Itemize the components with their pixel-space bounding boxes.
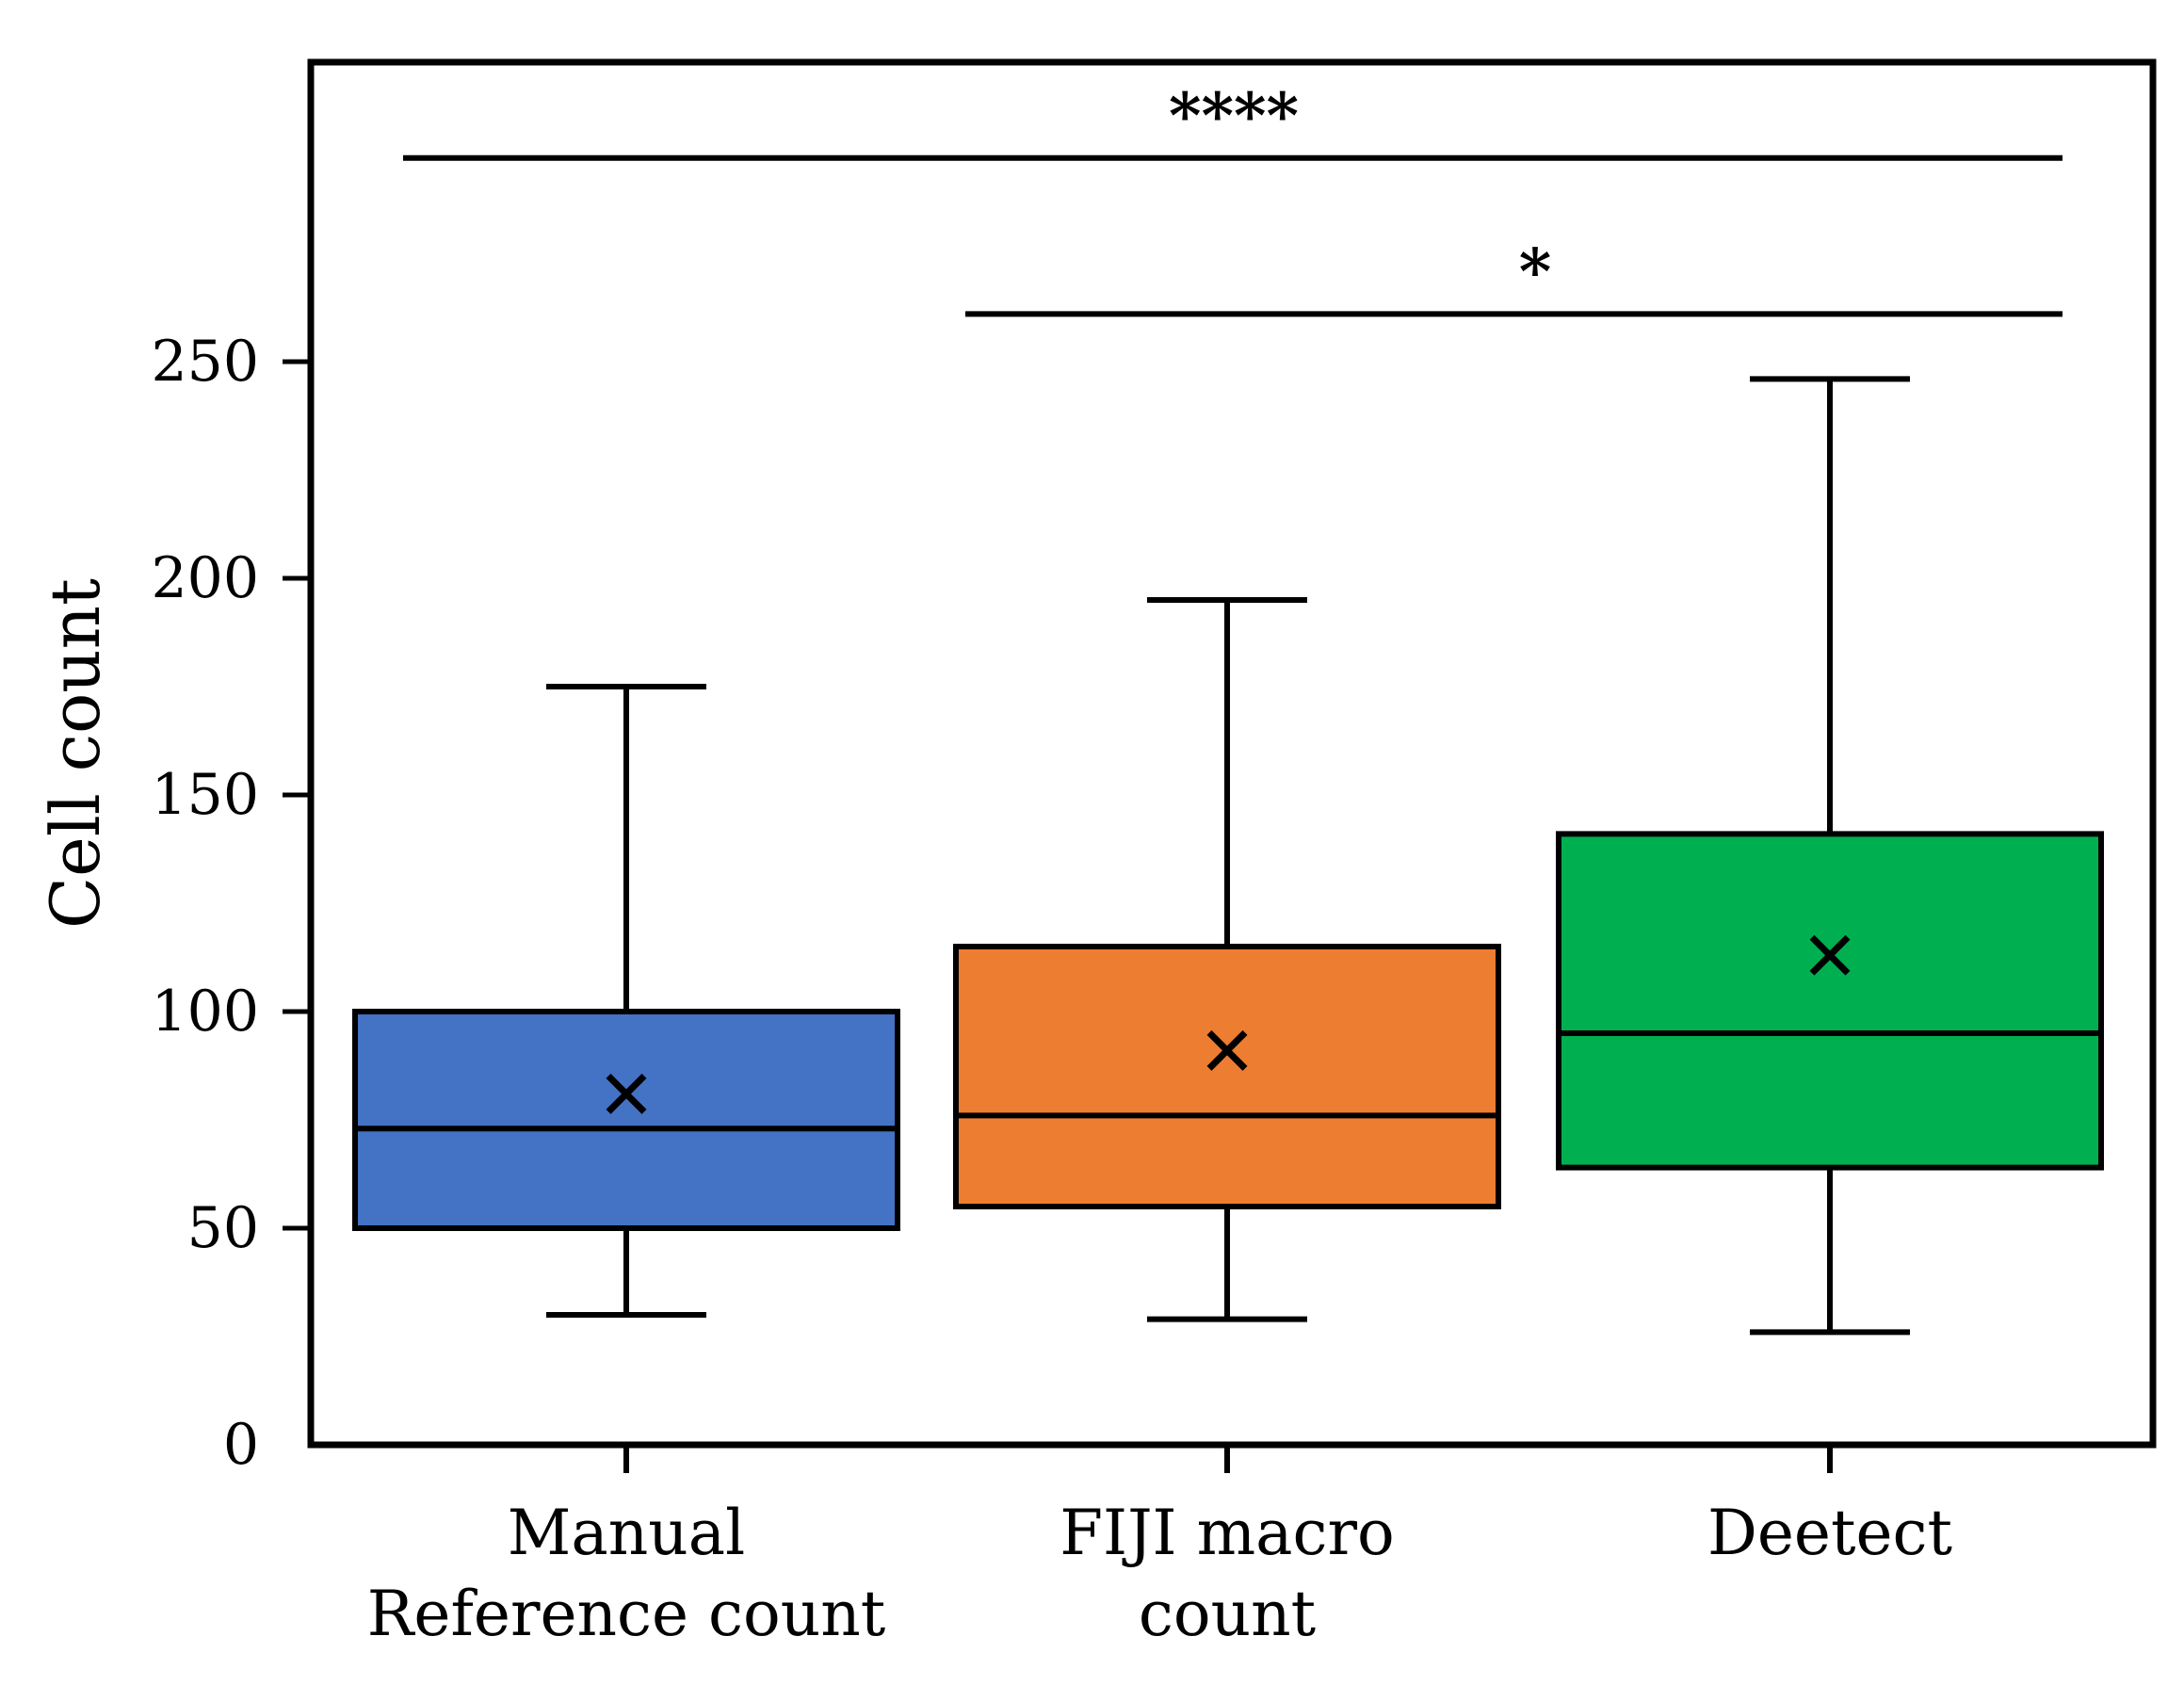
significance-label: **** <box>1169 79 1299 153</box>
x-tick-label: FIJI macro count <box>1060 1497 1395 1650</box>
x-tick-label-line: Manual <box>508 1497 745 1569</box>
y-tick-label: 150 <box>151 762 259 828</box>
y-tick-label: 250 <box>151 329 259 395</box>
plot-frame <box>307 58 2157 1449</box>
y-tick-label: 100 <box>151 979 259 1045</box>
y-tick-label: 50 <box>187 1195 259 1261</box>
mean-marker <box>1206 1029 1248 1071</box>
y-tick-label: 200 <box>151 545 259 611</box>
x-tick-label-line: Reference count <box>367 1578 886 1650</box>
mean-marker <box>606 1073 647 1114</box>
mean-marker <box>1809 934 1851 976</box>
box <box>1556 831 2104 1171</box>
box <box>352 1009 900 1231</box>
significance-label: * <box>1519 235 1552 308</box>
x-tick-label: Deetect <box>1707 1497 1952 1569</box>
y-tick-label: 0 <box>223 1412 259 1478</box>
box <box>953 944 1501 1209</box>
x-tick-label-line: FIJI macro <box>1060 1497 1395 1569</box>
x-tick-label-line: count <box>1139 1578 1316 1650</box>
x-tick-label-line: Deetect <box>1707 1497 1952 1569</box>
y-axis-label: Cell count <box>36 578 115 929</box>
